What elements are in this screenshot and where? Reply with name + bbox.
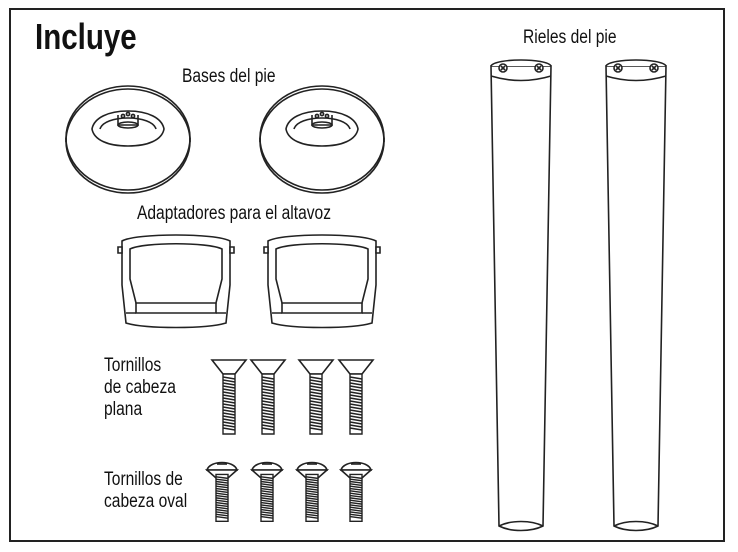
speaker-adapter-icon bbox=[117, 234, 381, 329]
page-title: Incluye bbox=[35, 16, 137, 57]
rails-label: Rieles del pie bbox=[523, 27, 617, 48]
adapters-label: Adaptadores para el altavoz bbox=[137, 203, 332, 224]
bases-label: Bases del pie bbox=[182, 66, 276, 87]
stand-base-icon bbox=[65, 85, 385, 194]
oval-head-screw-icon bbox=[207, 463, 371, 522]
flat-head-screw-icon bbox=[212, 360, 373, 434]
oval-screws-label: Tornillos de cabeza oval bbox=[104, 469, 188, 512]
parts-list-frame bbox=[9, 8, 725, 542]
stand-rail-icon bbox=[490, 59, 667, 532]
flat-screws-label: Tornillos de cabeza plana bbox=[104, 355, 176, 420]
